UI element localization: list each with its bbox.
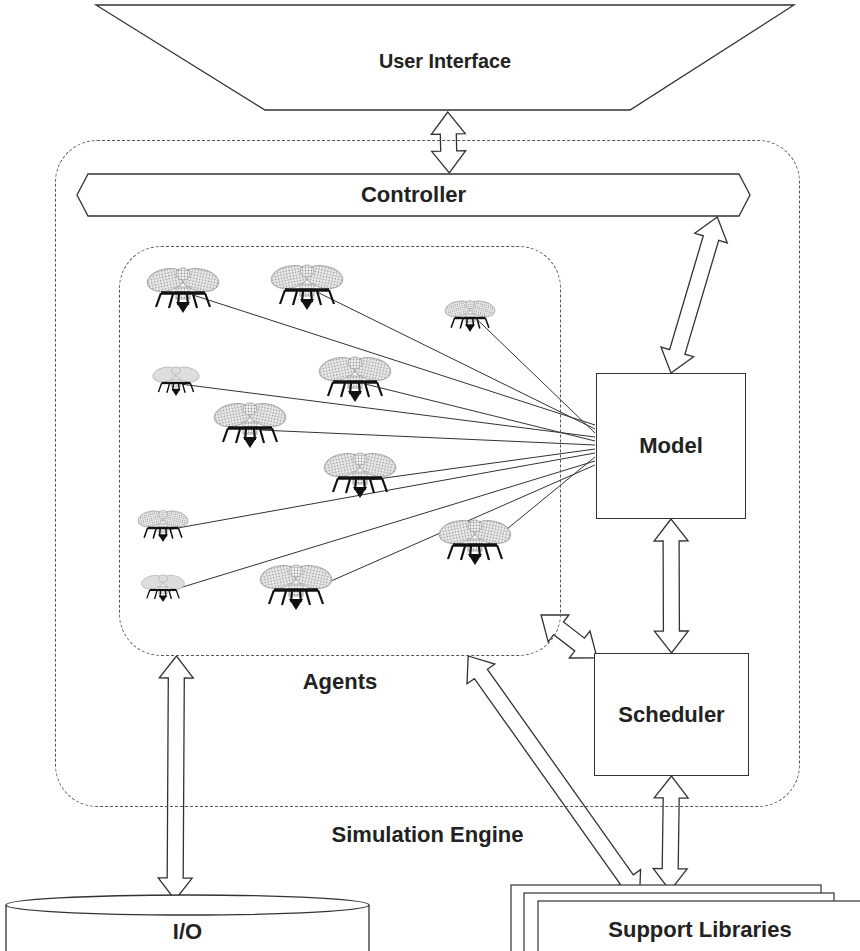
bee-agent [322,450,398,498]
bee-agent [443,299,496,332]
bee-agent [140,573,185,602]
double-arrow [158,656,193,900]
node-label: Controller [361,182,466,208]
node-label: User Interface [95,50,795,73]
node-label: Model [639,433,703,459]
model-box: Model [596,373,746,519]
bee-agent [269,262,345,310]
library-stack: Support Libraries [510,884,860,951]
region-label: Agents [120,669,560,695]
bee-agent [437,517,513,565]
bee-agent [317,354,393,402]
bee-agent [258,562,334,610]
agent-links [169,292,595,592]
double-arrow [431,112,465,173]
agents-bees [136,262,512,610]
agent-link [317,292,595,429]
region-label: Simulation Engine [56,822,799,848]
double-arrow [654,519,688,653]
scheduler-box: Scheduler [594,653,749,776]
node-label: Scheduler [618,702,724,728]
node-label: I/O [173,919,202,945]
bee-agent [145,265,221,313]
agents-region: Agents [119,246,561,656]
io-cylinder: I/O [5,893,370,951]
bee-agent [151,365,200,396]
node-label: Support Libraries [608,917,791,943]
double-arrow [653,776,688,891]
engine-region: Simulation EngineControllerAgentsModelSc… [55,140,800,807]
agent-link [370,449,595,480]
double-arrow [541,615,597,658]
bee-agent [136,509,189,542]
interface-trapezoid: User Interface [95,4,795,112]
agent-link [260,430,595,445]
controller-band: Controller [76,173,751,217]
double-arrow [661,217,727,373]
bee-agent [212,400,288,448]
